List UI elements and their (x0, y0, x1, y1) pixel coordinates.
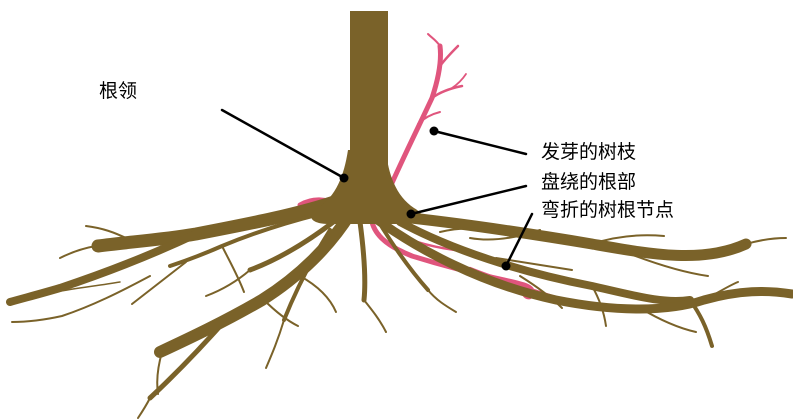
leader-girdling-root (411, 186, 526, 214)
marker-girdling-root (407, 210, 416, 219)
marker-kinked-root-node (502, 262, 511, 271)
leader-kinked-root-node (506, 214, 532, 266)
root-system (10, 200, 792, 418)
label-kinked-root-node: 弯折的树根节点 (541, 198, 674, 222)
marker-sprouting-branch (430, 127, 439, 136)
label-sprouting-branch: 发芽的树枝 (541, 140, 636, 164)
leader-sprouting-branch (434, 131, 526, 154)
leader-root-collar (222, 110, 344, 178)
marker-root-collar (340, 174, 349, 183)
label-girdling-root: 盘绕的根部 (541, 170, 636, 194)
label-root-collar: 根领 (99, 79, 137, 103)
trunk (350, 11, 388, 171)
sprouting-branch (388, 34, 466, 192)
